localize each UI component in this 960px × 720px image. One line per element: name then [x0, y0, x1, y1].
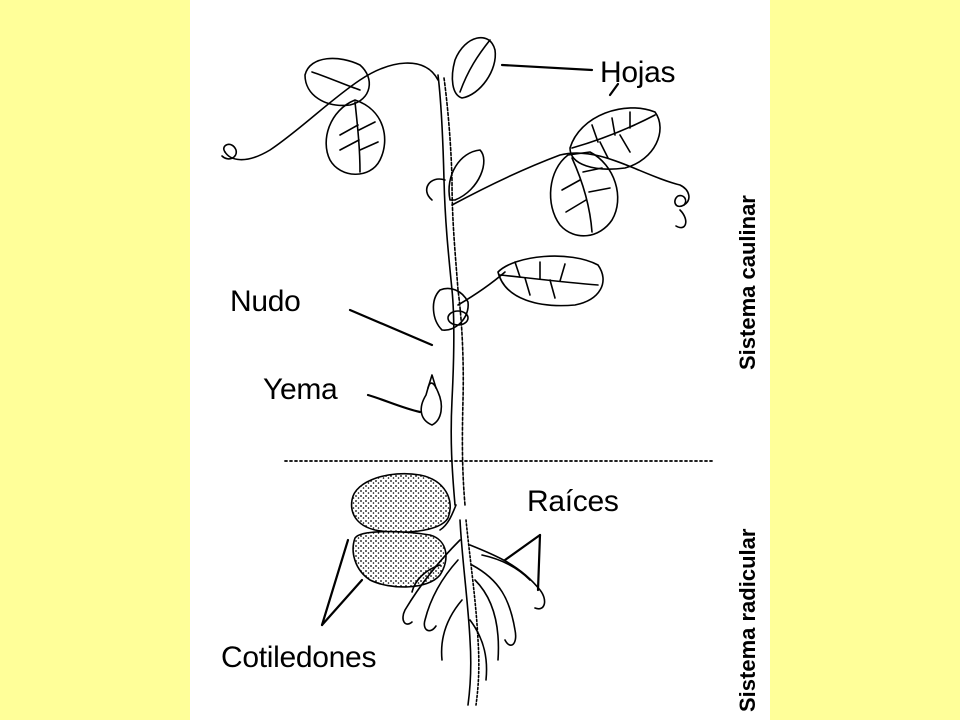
leaf-top-left: [304, 57, 371, 107]
top-branch: [224, 62, 439, 161]
leader-raices-2: [536, 533, 542, 592]
leaf-stem-small: [448, 149, 485, 201]
leader-yema: [366, 393, 422, 414]
leader-raices-1: [503, 533, 542, 562]
leader-hojas-2: [608, 82, 620, 97]
leader-cotiledones-1: [320, 538, 350, 627]
leaf-top: [451, 36, 497, 99]
diagram-panel: [190, 0, 770, 720]
root-right-1: [469, 544, 546, 610]
node-branch: [457, 271, 506, 306]
main-stem: [437, 74, 456, 506]
leaf-left: [325, 99, 386, 175]
leader-cotiledones-2: [320, 578, 364, 627]
cotyledon-upper: [350, 472, 451, 534]
leader-hojas-1: [500, 63, 594, 72]
leaf-right-lower: [549, 151, 619, 237]
bud: [420, 382, 443, 426]
label-sistema-caulinar: Sistema caulinar: [735, 195, 760, 370]
root-main: [459, 519, 472, 706]
label-nudo: Nudo: [230, 285, 301, 318]
label-raices: Raíces: [527, 485, 619, 518]
leader-nudo: [348, 308, 434, 347]
label-sistema-radicular: Sistema radicular: [735, 528, 760, 712]
node: [432, 287, 469, 331]
root-left-1: [402, 539, 461, 625]
label-hojas: Hojas: [600, 56, 676, 89]
label-cotiledones: Cotiledones: [221, 641, 377, 674]
cotyledon-lower: [352, 530, 447, 588]
right-branch: [451, 152, 690, 206]
leaf-node: [497, 255, 604, 307]
label-yema: Yema: [263, 373, 338, 406]
leaf-right-upper: [569, 107, 661, 170]
